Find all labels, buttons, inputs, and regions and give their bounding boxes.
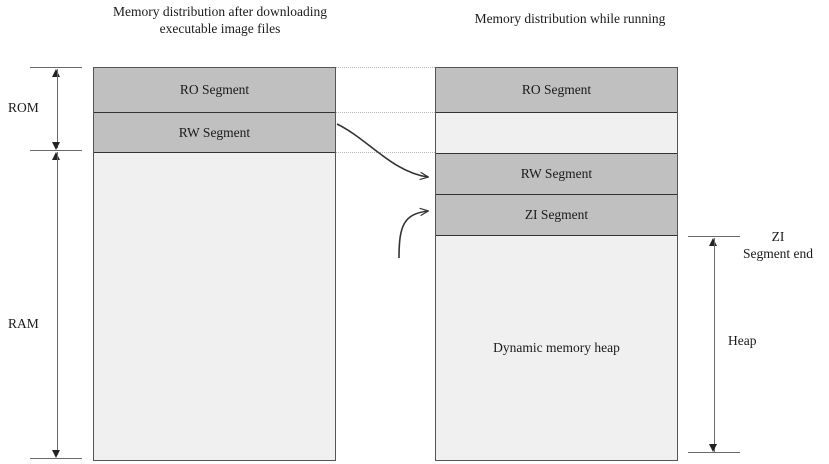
left-memory-column: RO Segment RW Segment	[93, 67, 336, 461]
heap-measure-line	[713, 238, 715, 452]
ram-tick-bottom	[30, 458, 82, 459]
guide-line-ro-top	[336, 67, 435, 68]
heap-label: Heap	[728, 333, 757, 348]
heap-tick-bottom	[688, 452, 740, 453]
rw-transfer-arrow	[336, 123, 428, 177]
right-segment-gap	[436, 113, 677, 154]
rom-arrowhead-top	[52, 69, 60, 77]
guide-line-ro-bottom	[336, 112, 435, 113]
heap-arrowhead-top	[709, 238, 717, 246]
zi-segment-end-label: ZI Segment end	[742, 229, 814, 261]
rom-tick-bottom	[30, 150, 82, 151]
zi-transfer-arrow	[398, 211, 428, 259]
right-segment-rw: RW Segment	[436, 154, 677, 195]
left-segment-free	[94, 153, 335, 459]
rom-arrowhead-bottom	[52, 142, 60, 150]
right-memory-column: RO Segment RW Segment ZI Segment Dynamic…	[435, 67, 678, 461]
guide-line-rw-bottom	[336, 152, 435, 153]
left-segment-ro: RO Segment	[94, 68, 335, 113]
ram-arrowhead-top	[52, 152, 60, 160]
ram-measure-line	[56, 152, 58, 450]
rom-label: ROM	[8, 100, 39, 115]
zi-segment-end-tick	[688, 236, 740, 237]
rom-tick-top	[30, 67, 82, 68]
ram-arrowhead-bottom	[52, 450, 60, 458]
right-segment-ro: RO Segment	[436, 68, 677, 113]
rom-measure-line	[56, 69, 58, 148]
right-segment-zi: ZI Segment	[436, 195, 677, 236]
ram-label: RAM	[8, 316, 39, 331]
heap-arrowhead-bottom	[709, 444, 717, 452]
left-panel-title: Memory distribution after downloading ex…	[112, 4, 328, 36]
right-segment-heap: Dynamic memory heap	[436, 236, 677, 459]
left-segment-rw: RW Segment	[94, 113, 335, 153]
right-panel-title: Memory distribution while running	[474, 11, 666, 26]
